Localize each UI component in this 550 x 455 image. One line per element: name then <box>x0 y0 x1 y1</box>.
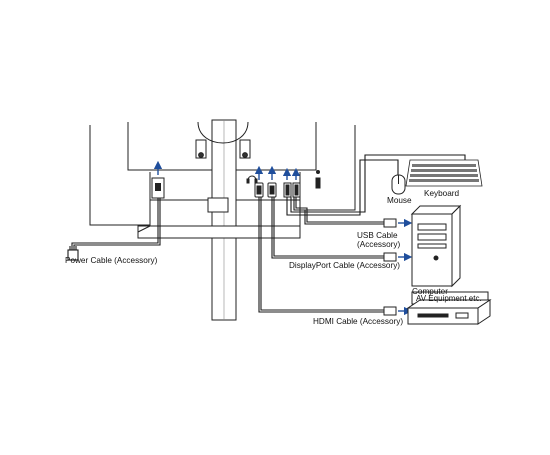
displayport-cable <box>271 197 385 259</box>
mouse-label: Mouse <box>387 196 412 205</box>
monitor-outline-left <box>89 125 150 226</box>
displayport-icon <box>267 165 277 198</box>
keyboard-cable <box>290 154 466 213</box>
keyboard-label: Keyboard <box>424 189 459 198</box>
av-equipment-label: AV Equipment etc. <box>416 294 482 303</box>
usb-upstream-cable <box>293 197 385 225</box>
usb-icon <box>282 167 301 198</box>
cable-connectors <box>383 218 413 316</box>
labels: Power Cable (Accessory) Mouse Keyboard U… <box>65 189 482 326</box>
usb-cable-label-line1: USB Cable <box>357 231 398 240</box>
keyboard-icon <box>405 159 483 187</box>
monitor-rear <box>89 119 356 321</box>
hdmi-cable <box>258 197 385 313</box>
hdmi-cable-label: HDMI Cable (Accessory) <box>313 317 403 326</box>
monitor-outline-right <box>300 125 356 211</box>
computer-icon <box>410 204 462 288</box>
mouse-cable <box>286 159 399 216</box>
power-plug <box>67 249 79 261</box>
cables <box>67 154 466 313</box>
io-ports <box>246 165 321 198</box>
usb-cable-label-line2: (Accessory) <box>357 240 400 249</box>
displayport-cable-label: DisplayPort Cable (Accessory) <box>289 261 400 270</box>
hdmi-icon <box>254 165 264 198</box>
power-cable-label: Power Cable (Accessory) <box>65 256 158 265</box>
power-cable <box>71 198 159 255</box>
stand-neck <box>197 121 249 144</box>
mouse-icon <box>391 174 406 195</box>
headphone-icon <box>246 175 258 184</box>
stand-base <box>137 225 301 239</box>
computer-label: Computer <box>412 287 448 296</box>
av-equipment-icon <box>406 291 492 325</box>
